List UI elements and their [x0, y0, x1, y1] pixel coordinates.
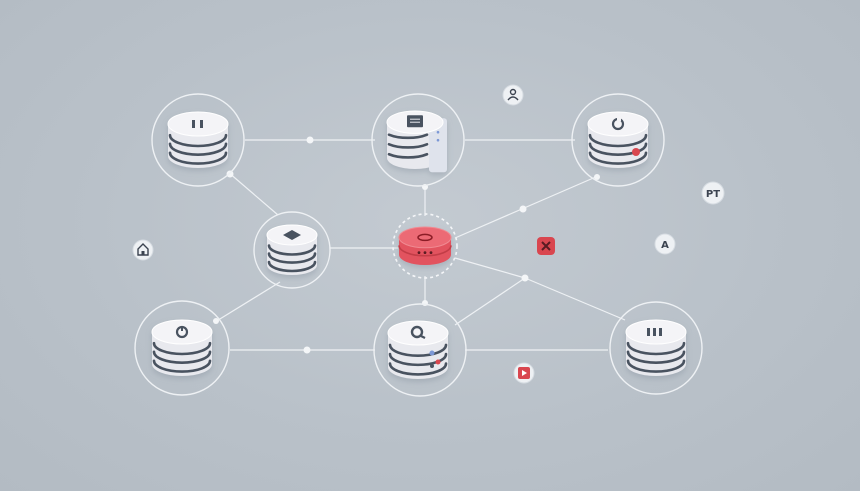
cylinder-stripe	[152, 350, 212, 364]
floating-badges: PT A	[132, 84, 725, 384]
cylinder-stripe	[152, 341, 212, 356]
font-badge-text: A	[661, 240, 669, 251]
cylinder-stripe	[387, 142, 429, 149]
stack-icon	[647, 328, 662, 336]
cylinder-top	[151, 319, 213, 345]
edge-junction	[519, 205, 527, 213]
status-dot	[435, 359, 441, 365]
edge-junction	[306, 136, 314, 144]
pt-badge-text: PT	[706, 189, 720, 200]
database-node-top-left[interactable]	[167, 111, 229, 168]
database-node-middle-left[interactable]	[266, 224, 318, 275]
database-node-bottom-center[interactable]	[387, 320, 449, 379]
cylinder-stripe	[588, 151, 648, 165]
database-node-top-center[interactable]	[386, 110, 447, 173]
search-icon	[410, 325, 426, 339]
hub-dot	[417, 251, 421, 255]
status-dot	[632, 148, 640, 156]
cylinder-top	[167, 111, 229, 137]
database-node-top-right[interactable]	[587, 111, 649, 168]
node-ring-top-left	[151, 93, 245, 187]
edge-branch-bottomright	[524, 277, 626, 321]
database-cylinders	[151, 110, 687, 379]
cylinder-stripe	[168, 142, 228, 156]
cylinder-stripe	[267, 252, 317, 264]
cylinder-stripe	[168, 133, 228, 148]
user-icon[interactable]	[502, 84, 524, 106]
cylinder-stripe	[267, 260, 317, 273]
node-ring-bottom-left	[134, 300, 230, 396]
cylinder-stripe	[267, 244, 317, 256]
home-icon[interactable]	[132, 239, 154, 261]
node-ring-hub	[392, 213, 458, 279]
status-dot	[429, 350, 435, 356]
cylinder-stripe	[388, 343, 448, 357]
hub-dot	[423, 251, 427, 255]
pause-icon	[192, 120, 203, 128]
node-ring-middle-left	[253, 211, 331, 289]
edge-topleft-middleleft	[227, 171, 279, 216]
node-rings	[134, 93, 703, 397]
node-ring-top-right	[571, 93, 665, 187]
cylinder-stripe	[387, 152, 429, 159]
side-panel	[429, 118, 447, 173]
node-ring-top-center	[371, 93, 465, 187]
cylinder-stripe	[626, 350, 686, 364]
edge-hub-topright	[454, 175, 599, 239]
cylinder-stripe	[588, 133, 648, 148]
node-ring-bottom-right	[609, 301, 703, 395]
sync-icon	[611, 117, 625, 131]
pt-icon[interactable]: PT	[701, 181, 725, 205]
panel-dot	[436, 130, 440, 134]
cylinder-stripe	[168, 151, 228, 165]
database-node-bottom-right[interactable]	[625, 319, 687, 376]
database-icon	[417, 233, 433, 242]
cylinder-top	[387, 320, 449, 346]
flag-icon[interactable]	[537, 237, 555, 255]
cylinder-top	[587, 111, 649, 137]
play-icon[interactable]	[513, 362, 535, 384]
cylinder-stripe	[152, 359, 212, 373]
cylinder-stripe	[626, 359, 686, 373]
power-icon	[175, 325, 189, 339]
database-node-hub[interactable]	[398, 226, 452, 265]
font-icon[interactable]: A	[654, 233, 676, 255]
edge-junction	[213, 318, 219, 324]
edge-junction	[303, 346, 311, 354]
connections	[213, 136, 626, 354]
cylinder-stripe	[588, 142, 648, 156]
edge-junction	[594, 174, 600, 180]
edge-junction	[521, 274, 529, 282]
edge-hub-bottomcenter-diag	[454, 257, 526, 279]
panel-dot	[436, 138, 440, 142]
node-ring-bottom-center	[373, 303, 467, 397]
database-node-bottom-left[interactable]	[151, 319, 213, 376]
edge-branch-bottomcenter	[454, 277, 526, 326]
diamond-icon	[283, 230, 301, 240]
status-dot	[430, 364, 434, 368]
cylinder-stripe	[388, 362, 448, 376]
cylinder-stripe	[388, 352, 448, 367]
cylinder-stripe	[387, 133, 429, 140]
document-icon	[407, 115, 423, 128]
hub-dot	[429, 251, 433, 255]
edge-middleleft-bottomleft	[214, 281, 281, 323]
hub-band	[398, 245, 452, 257]
cylinder-top	[398, 226, 452, 249]
cylinder-stripe	[626, 341, 686, 356]
